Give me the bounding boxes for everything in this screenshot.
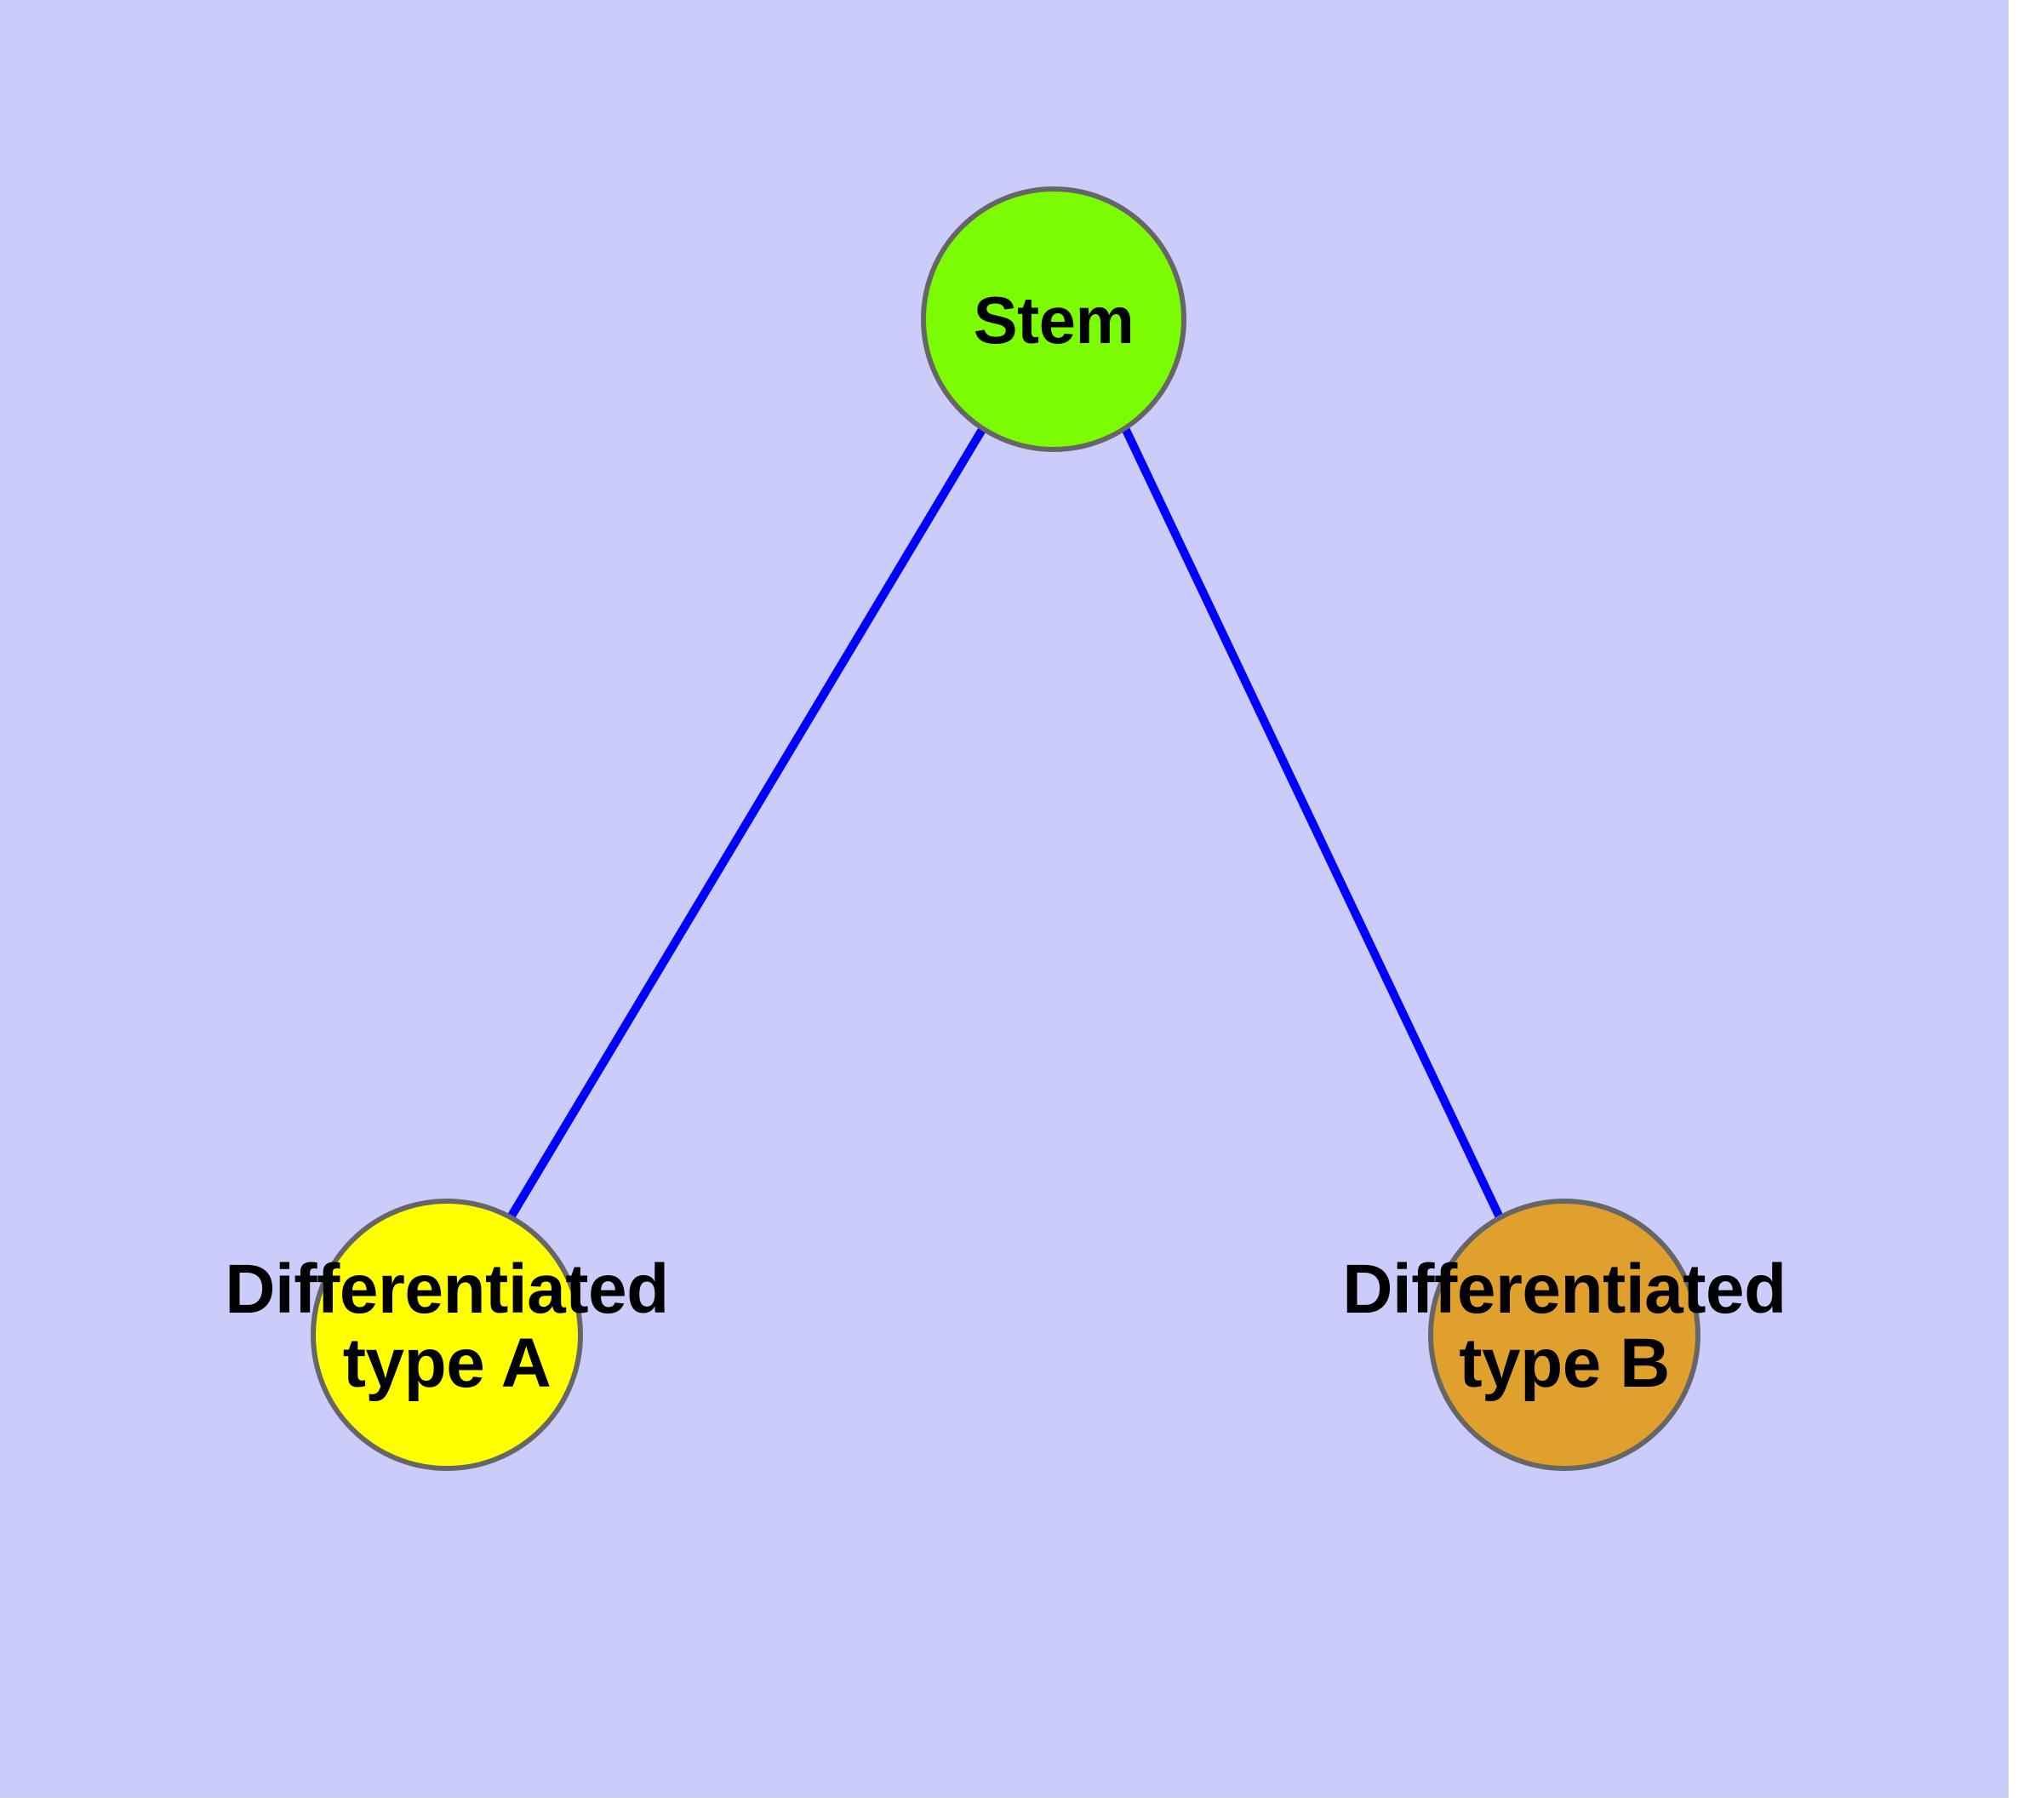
edge-stem-to-differentiated-type-a	[506, 426, 987, 1220]
edge-stem-to-differentiated-type-b	[1121, 426, 1504, 1220]
node-differentiated-type-b[interactable]	[1428, 1199, 1700, 1471]
node-differentiated-type-a[interactable]	[311, 1199, 583, 1471]
node-stem[interactable]	[921, 186, 1186, 452]
